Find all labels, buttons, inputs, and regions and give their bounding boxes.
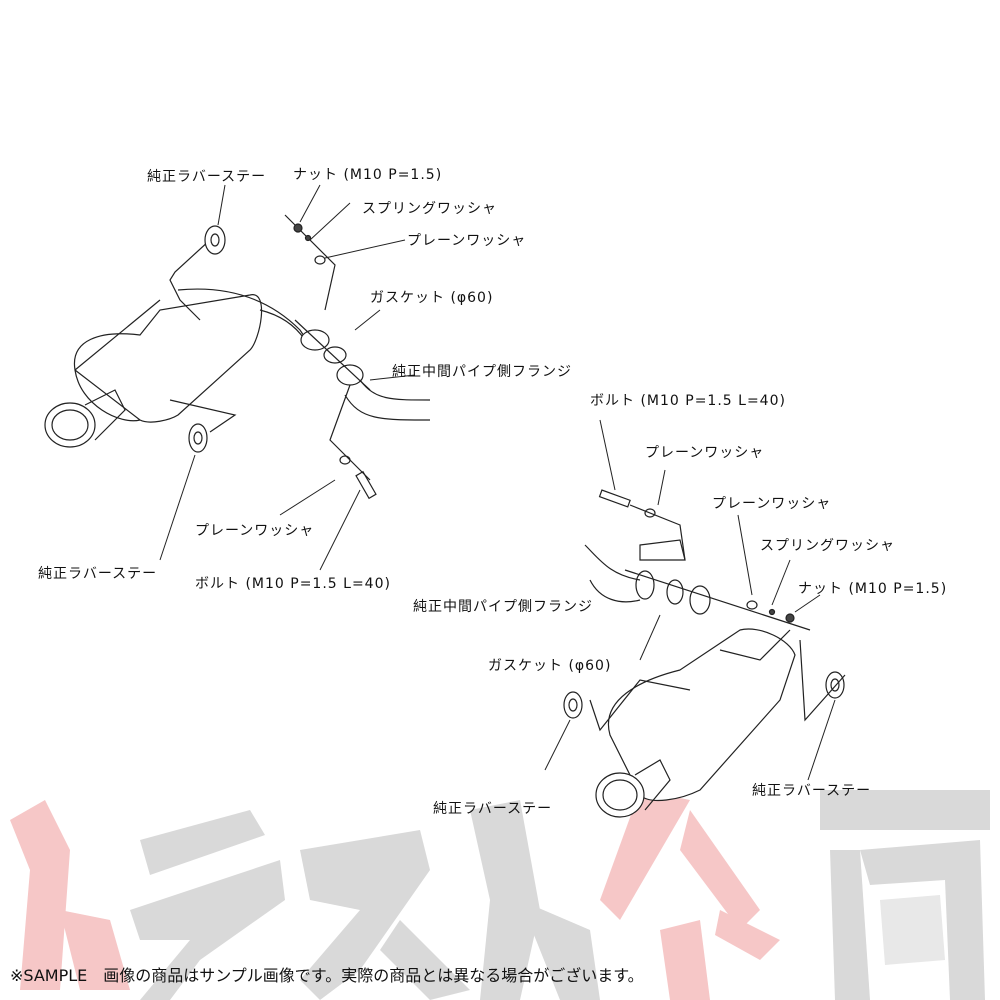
right-label-rubber-stay-left: 純正ラバーステー	[433, 801, 553, 817]
left-label-rubber-stay-top: 純正ラバーステー	[147, 169, 267, 185]
right-label-spring-washer: スプリングワッシャ	[760, 538, 895, 554]
left-label-rubber-stay-bottom: 純正ラバーステー	[38, 566, 158, 582]
right-label-nut: ナット (M10 P=1.5)	[798, 581, 948, 597]
left-label-bolt: ボルト (M10 P=1.5 L=40)	[195, 576, 391, 592]
left-label-plain-washer-top: プレーンワッシャ	[407, 233, 527, 249]
right-flanges	[584, 539, 811, 631]
left-label-mid-pipe-flange: 純正中間パイプ側フランジ	[392, 364, 572, 380]
left-label-gasket: ガスケット (φ60)	[370, 290, 494, 306]
sample-disclaimer: ※SAMPLE 画像の商品はサンプル画像です。実際の商品とは異なる場合がございま…	[10, 966, 644, 985]
watermark-char-ki	[600, 790, 780, 1000]
watermark-char-to	[10, 800, 130, 990]
watermark-char-su	[300, 830, 470, 1000]
right-label-rubber-stay-right: 純正ラバーステー	[752, 783, 872, 799]
left-muffler	[44, 288, 311, 448]
right-label-mid-pipe-flange: 純正中間パイプ側フランジ	[413, 599, 593, 615]
right-leader-lines	[544, 419, 836, 781]
right-label-plain-washer-1: プレーンワッシャ	[645, 445, 765, 461]
left-leader-lines	[159, 184, 416, 571]
left-hanger-bottom	[169, 399, 237, 453]
left-fasteners	[284, 214, 377, 500]
left-label-plain-washer-bottom: プレーンワッシャ	[195, 523, 315, 539]
right-label-bolt: ボルト (M10 P=1.5 L=40)	[590, 393, 786, 409]
watermark-char-ra	[130, 810, 285, 1000]
left-label-nut: ナット (M10 P=1.5)	[293, 167, 443, 183]
watermark-logo	[10, 790, 990, 1000]
left-flanges	[294, 319, 431, 421]
left-label-spring-washer: スプリングワッシャ	[362, 201, 497, 217]
right-label-gasket: ガスケット (φ60)	[488, 658, 612, 674]
right-label-plain-washer-2: プレーンワッシャ	[712, 496, 832, 512]
right-muffler	[595, 628, 796, 818]
right-hanger-right	[719, 629, 846, 722]
watermark-char-ga	[820, 790, 990, 1000]
right-fasteners	[598, 489, 795, 623]
left-hanger-top	[169, 225, 226, 321]
right-hanger-left	[563, 679, 691, 732]
watermark-char-to2	[470, 800, 600, 1000]
